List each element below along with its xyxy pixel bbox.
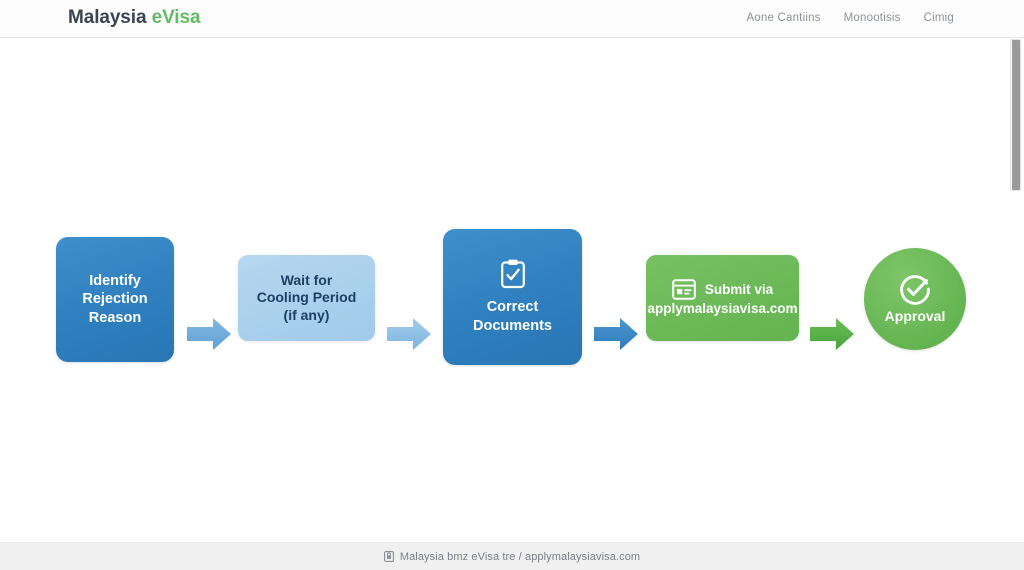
- browser-window-icon: [672, 279, 696, 300]
- nav-link-1[interactable]: Aone Cantiins: [746, 12, 821, 24]
- main-navigation: Aone Cantiins Monootisis Cimig: [746, 12, 954, 24]
- site-header: Malaysia eVisa Aone Cantiins Monootisis …: [0, 0, 1024, 38]
- clipboard-check-icon: [500, 259, 526, 289]
- flow-node-label-line: Rejection: [82, 291, 148, 308]
- nav-link-2[interactable]: Monootisis: [843, 12, 901, 24]
- nav-link-3[interactable]: Cimig: [923, 12, 954, 24]
- flow-node-label-line: Identify: [89, 273, 141, 290]
- arrow-wait-to-correct: [387, 317, 431, 351]
- flow-node-label-line: Approval: [884, 308, 946, 325]
- logo-text-accent: eVisa: [151, 7, 201, 28]
- arrow-correct-to-submit: [594, 317, 638, 351]
- flow-node-label-line: Wait for: [280, 271, 333, 288]
- flow-node-label-line: applymalaysiavisa.com: [647, 301, 798, 316]
- check-circle-icon: [898, 272, 932, 306]
- right-arrow-icon: [594, 318, 638, 350]
- flow-node-label-line: (if any): [283, 306, 330, 323]
- flow-node-label-line: Reason: [88, 309, 142, 326]
- flow-node-label-line: Correct: [486, 299, 539, 316]
- site-logo[interactable]: Malaysia eVisa: [68, 7, 201, 29]
- page-lock-icon: [383, 551, 394, 562]
- right-arrow-icon: [187, 318, 231, 350]
- right-arrow-icon: [387, 318, 431, 350]
- flow-node-label-line: Cooling Period: [256, 289, 357, 306]
- site-footer: Malaysia bmz eVisa tre / applymalaysiavi…: [0, 542, 1024, 570]
- flow-node-approval[interactable]: Approval: [864, 248, 966, 350]
- visa-rejection-flow-diagram: Identify Rejection Reason: [0, 39, 1024, 542]
- vertical-scrollbar-thumb[interactable]: [1012, 40, 1020, 190]
- flow-node-submit-via-website[interactable]: Submit via applymalaysiavisa.com: [646, 255, 799, 341]
- arrow-identify-to-wait: [187, 317, 231, 351]
- flow-node-label-line: Documents: [473, 317, 552, 334]
- content-area: Identify Rejection Reason: [0, 39, 1024, 542]
- logo-text-primary: Malaysia: [68, 7, 147, 28]
- right-arrow-icon: [810, 318, 854, 350]
- flow-node-identify-rejection-reason[interactable]: Identify Rejection Reason: [56, 237, 174, 362]
- flow-node-label-line: Submit via: [704, 282, 774, 297]
- flow-node-correct-documents[interactable]: Correct Documents: [443, 229, 582, 365]
- footer-text: Malaysia bmz eVisa tre / applymalaysiavi…: [399, 550, 641, 563]
- flow-node-wait-cooling-period[interactable]: Wait for Cooling Period (if any): [238, 255, 375, 341]
- arrow-submit-to-approval: [810, 317, 854, 351]
